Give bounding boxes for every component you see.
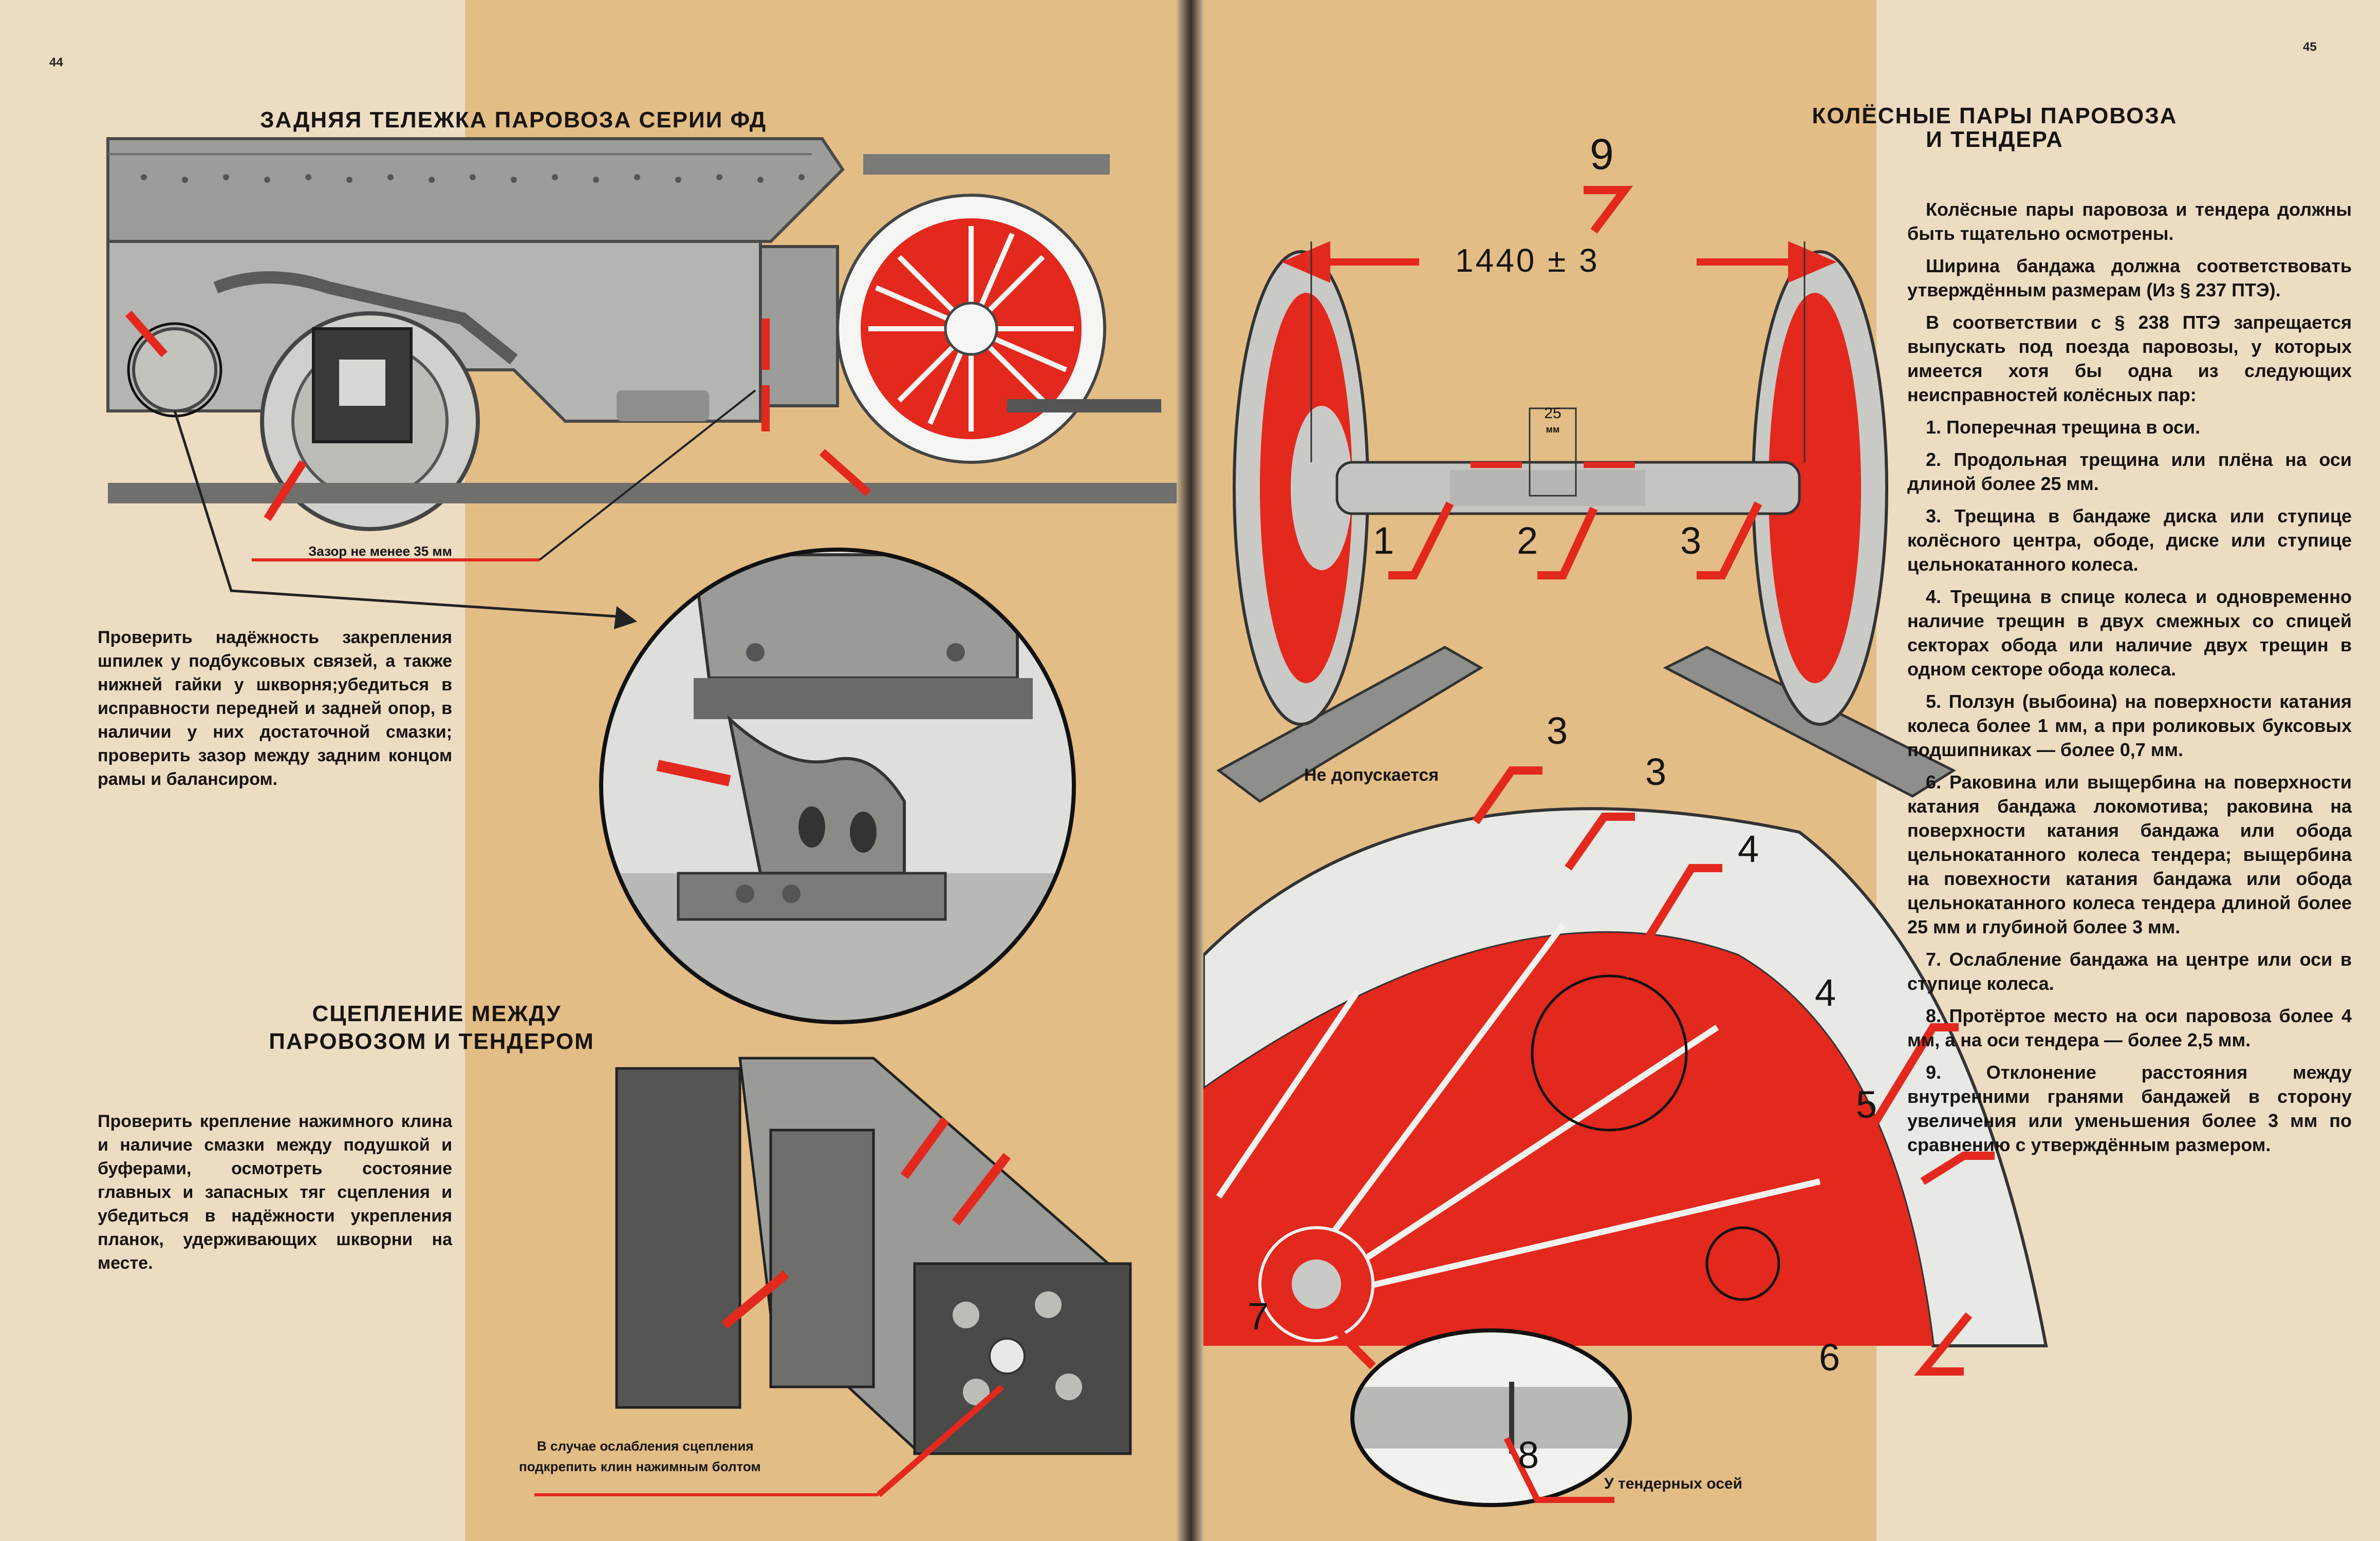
- right-page: 45 КОЛЁСНЫЕ ПАРЫ ПАРОВОЗА И ТЕНДЕРА: [1203, 0, 2380, 1541]
- rear-bogie-illustration: [106, 137, 1177, 1497]
- paragraph: 2. Продольная трещина или плёна на оси д…: [1907, 449, 2352, 494]
- tender-axles-label: У тендерных осей: [1604, 1475, 1743, 1492]
- marker-3-rim: 3: [1547, 709, 1568, 752]
- marker-3: 3: [1680, 519, 1702, 562]
- wheelset-text-column: Колёсные пары паровоза и тендера должны …: [1907, 197, 2352, 1165]
- coupling-caption-line2: подкрепить клин нажимным болтом: [519, 1459, 761, 1474]
- marker-8: 8: [1518, 1434, 1539, 1476]
- paragraph: Ширина бандажа должна соответствовать ут…: [1907, 255, 2352, 300]
- bogie-title: ЗАДНЯЯ ТЕЛЕЖКА ПАРОВОЗА СЕРИИ ФД: [260, 107, 767, 133]
- coupling-title-line1: СЦЕПЛЕНИЕ МЕЖДУ: [312, 1001, 562, 1026]
- marker-3-disc: 3: [1645, 750, 1667, 793]
- marker-7: 7: [1248, 1295, 1269, 1338]
- paragraph: 1. Поперечная трещина в оси.: [1926, 417, 2201, 438]
- paragraph: 8. Протёртое место на оси паровоза более…: [1907, 1005, 2352, 1050]
- gap-caption: Зазор не менее 35 мм: [308, 543, 452, 559]
- axle-width-value: 25: [1544, 405, 1561, 422]
- paragraph: 6. Раковина или выщербина на поверхности…: [1907, 772, 2352, 937]
- paragraph: В соответствии с § 238 ПТЭ запрещается в…: [1907, 312, 2352, 405]
- page-number: 44: [49, 55, 63, 69]
- paragraph: 5. Ползун (выбоина) на поверхности катан…: [1907, 691, 2352, 760]
- dimension-label: 1440 ± 3: [1455, 242, 1600, 279]
- wheelset-title-line2: И ТЕНДЕРА: [1926, 127, 2063, 152]
- paragraph: 3. Трещина в бандаже диска или ступице к…: [1907, 505, 2352, 575]
- bogie-instructions: Проверить надёжность закрепления шпилек …: [98, 628, 452, 789]
- not-allowed-label: Не допускается: [1304, 765, 1439, 785]
- paragraph: 9. Отклонение расстояния между внутренни…: [1907, 1062, 2352, 1155]
- wheelset-illustration: [1203, 186, 2048, 1507]
- marker-9: 9: [1590, 130, 1614, 178]
- book-gutter: [1177, 0, 1203, 1541]
- marker-1: 1: [1373, 519, 1394, 562]
- marker-6: 6: [1819, 1336, 1840, 1379]
- wheelset-title-line1: КОЛЁСНЫЕ ПАРЫ ПАРОВОЗА: [1812, 103, 2178, 128]
- marker-2: 2: [1517, 519, 1538, 562]
- coupling-title-line2: ПАРОВОЗОМ И ТЕНДЕРОМ: [269, 1029, 594, 1054]
- paragraph: Колёсные пары паровоза и тендера должны …: [1907, 199, 2352, 244]
- left-page: 44 ЗАДНЯЯ ТЕЛЕЖКА ПАРОВОЗА СЕРИИ ФД: [0, 0, 1177, 1541]
- page-number: 45: [2303, 40, 2317, 54]
- axle-width-unit: мм: [1546, 424, 1560, 435]
- marker-4-rim: 4: [1815, 971, 1836, 1014]
- paragraph: 7. Ослабление бандажа на центре или оси …: [1907, 949, 2352, 994]
- coupling-instructions: Проверить крепление нажимного клина и на…: [98, 1112, 452, 1273]
- paragraph: 4. Трещина в спице колеса и одновременно…: [1907, 586, 2352, 680]
- marker-5: 5: [1856, 1083, 1877, 1126]
- marker-4-spoke: 4: [1738, 828, 1759, 870]
- coupling-caption-line1: В случае ослабления сцепления: [537, 1438, 754, 1454]
